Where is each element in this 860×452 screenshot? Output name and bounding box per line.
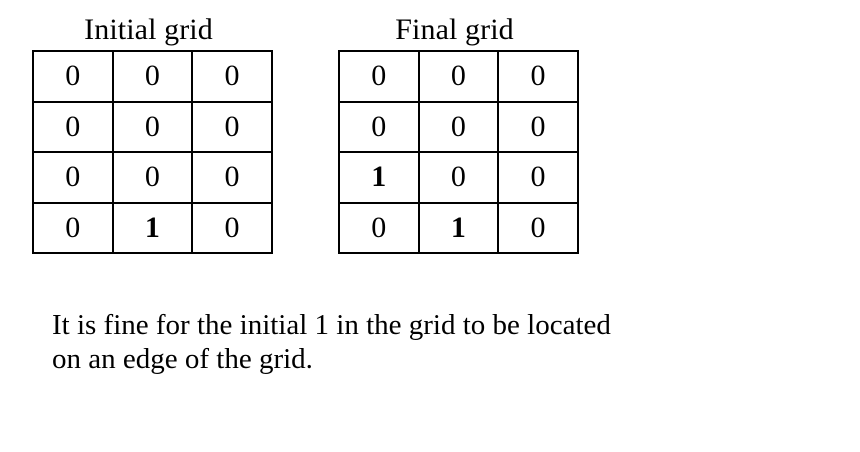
grid-cell-initial-r1-c0: 0 — [32, 100, 114, 153]
grid-cell-initial-r1-c1: 0 — [111, 100, 194, 153]
grid-cell-final-r3-c2: 0 — [497, 201, 579, 254]
grid-cell-initial-r3-c1: 1 — [111, 201, 194, 254]
grid-title-initial: Initial grid — [84, 13, 213, 46]
grid-cell-initial-r3-c0: 0 — [32, 201, 114, 254]
grid-cell-final-r1-c1: 0 — [417, 100, 500, 153]
grid-cell-final-r0-c0: 0 — [338, 50, 420, 103]
grid-cell-initial-r0-c1: 0 — [111, 50, 194, 103]
grid-cell-initial-r0-c2: 0 — [191, 50, 273, 103]
grid-title-final: Final grid — [395, 13, 514, 46]
grid-cell-initial-r3-c2: 0 — [191, 201, 273, 254]
grid-cell-final-r1-c2: 0 — [497, 100, 579, 153]
grid-cell-final-r3-c0: 0 — [338, 201, 420, 254]
grid-cell-final-r3-c1: 1 — [417, 201, 500, 254]
grid-cell-final-r2-c0: 1 — [338, 151, 420, 204]
grid-cell-final-r1-c0: 0 — [338, 100, 420, 153]
grid-cell-initial-r0-c0: 0 — [32, 50, 114, 103]
grid-cell-final-r0-c2: 0 — [497, 50, 579, 103]
caption-line-2: on an edge of the grid. — [52, 343, 313, 375]
grid-cell-final-r0-c1: 0 — [417, 50, 500, 103]
grid-cell-final-r2-c1: 0 — [417, 151, 500, 204]
grid-cell-initial-r2-c2: 0 — [191, 151, 273, 204]
grid-cell-initial-r2-c1: 0 — [111, 151, 194, 204]
caption-line-1: It is fine for the initial 1 in the grid… — [52, 309, 611, 341]
caption-text: It is fine for the initial 1 in the grid… — [52, 308, 842, 376]
grid-cell-final-r2-c2: 0 — [497, 151, 579, 204]
grid-cell-initial-r2-c0: 0 — [32, 151, 114, 204]
grid-cell-initial-r1-c2: 0 — [191, 100, 273, 153]
